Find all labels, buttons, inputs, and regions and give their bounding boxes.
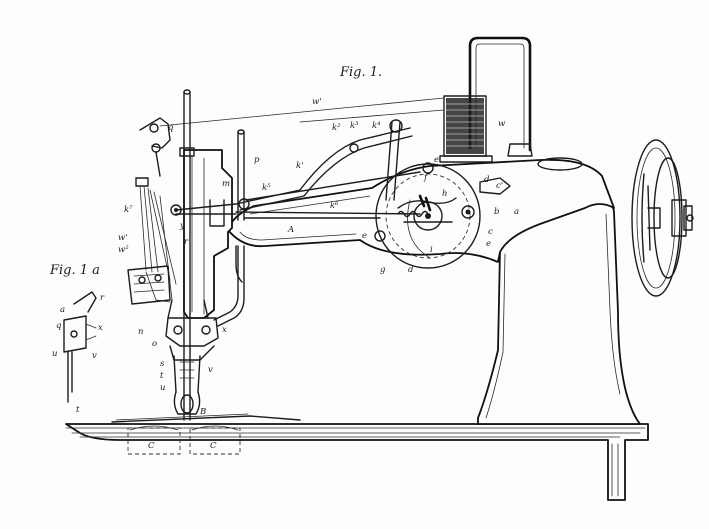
- needle-assembly: [165, 299, 219, 415]
- label-t: t: [160, 371, 164, 381]
- fig-1-title: Fig. 1.: [339, 65, 382, 80]
- lever-linkage: [170, 119, 421, 227]
- fig-1a-detail: [63, 291, 97, 403]
- label-1a-r: r: [100, 293, 105, 303]
- label-c: c: [488, 227, 493, 237]
- label-v: v: [208, 365, 213, 375]
- label-C2: C: [210, 441, 217, 451]
- label-k4: k⁴: [372, 121, 381, 131]
- label-1a-a: a: [60, 305, 65, 315]
- label-i: i: [430, 245, 433, 255]
- label-A: A: [287, 225, 294, 235]
- label-c1: c': [496, 181, 503, 191]
- label-b: b: [494, 207, 499, 217]
- label-k2: k²: [332, 123, 341, 133]
- label-f: f: [423, 173, 429, 183]
- label-k7: k⁷: [124, 205, 133, 215]
- thread-line: [159, 97, 445, 127]
- label-k3: k³: [350, 121, 359, 131]
- label-a: a: [514, 207, 519, 217]
- label-m: m: [222, 179, 230, 189]
- figure-titles: Fig. 1. Fig. 1 a: [49, 65, 382, 278]
- label-p: p: [254, 155, 260, 165]
- hand-wheel: [631, 139, 694, 297]
- label-d-low: d: [408, 265, 414, 275]
- tension-springs: [127, 177, 177, 305]
- label-1a-u: u: [52, 349, 57, 359]
- spool-assembly: [439, 36, 583, 171]
- label-w2-left: w²: [118, 245, 129, 255]
- cam-disk: [374, 162, 511, 269]
- needle-bar: [179, 89, 195, 421]
- feed-wheels: [127, 425, 241, 455]
- label-1a-x: x: [98, 323, 103, 333]
- machine-head: [183, 149, 233, 319]
- label-g: g: [380, 265, 386, 275]
- label-e-left: e: [362, 231, 367, 241]
- reference-letters: w' w q p m A a b c c' d d e e e f g h i …: [52, 97, 519, 451]
- thread-guide: [139, 117, 171, 177]
- label-u: u: [160, 383, 165, 393]
- fig-1a-title: Fig. 1 a: [49, 263, 100, 278]
- label-s: s: [160, 359, 165, 369]
- label-w: w: [498, 119, 506, 129]
- label-r: r: [184, 237, 189, 247]
- label-h: h: [442, 189, 447, 199]
- rod-p: [213, 129, 245, 327]
- label-d: d: [484, 175, 490, 185]
- label-C1: C: [148, 441, 155, 451]
- label-1a-q: q: [56, 321, 62, 331]
- label-w1: w': [312, 97, 322, 107]
- label-1a-v: v: [92, 351, 97, 361]
- label-e-right: e: [486, 239, 491, 249]
- label-q: q: [168, 123, 174, 133]
- label-n: n: [138, 327, 143, 337]
- label-k5: k⁵: [262, 183, 271, 193]
- label-x: x: [222, 325, 227, 335]
- label-k6: k⁶: [330, 201, 339, 211]
- machine-bed: [65, 423, 649, 501]
- label-k1: k': [296, 161, 304, 171]
- cloth-plate: [111, 413, 301, 423]
- label-e-top: e: [434, 155, 439, 165]
- label-B: B: [199, 407, 206, 417]
- label-1a-t: t: [76, 405, 80, 415]
- label-y: y: [179, 221, 185, 231]
- label-w1-left: w': [118, 233, 128, 243]
- label-o: o: [152, 339, 157, 349]
